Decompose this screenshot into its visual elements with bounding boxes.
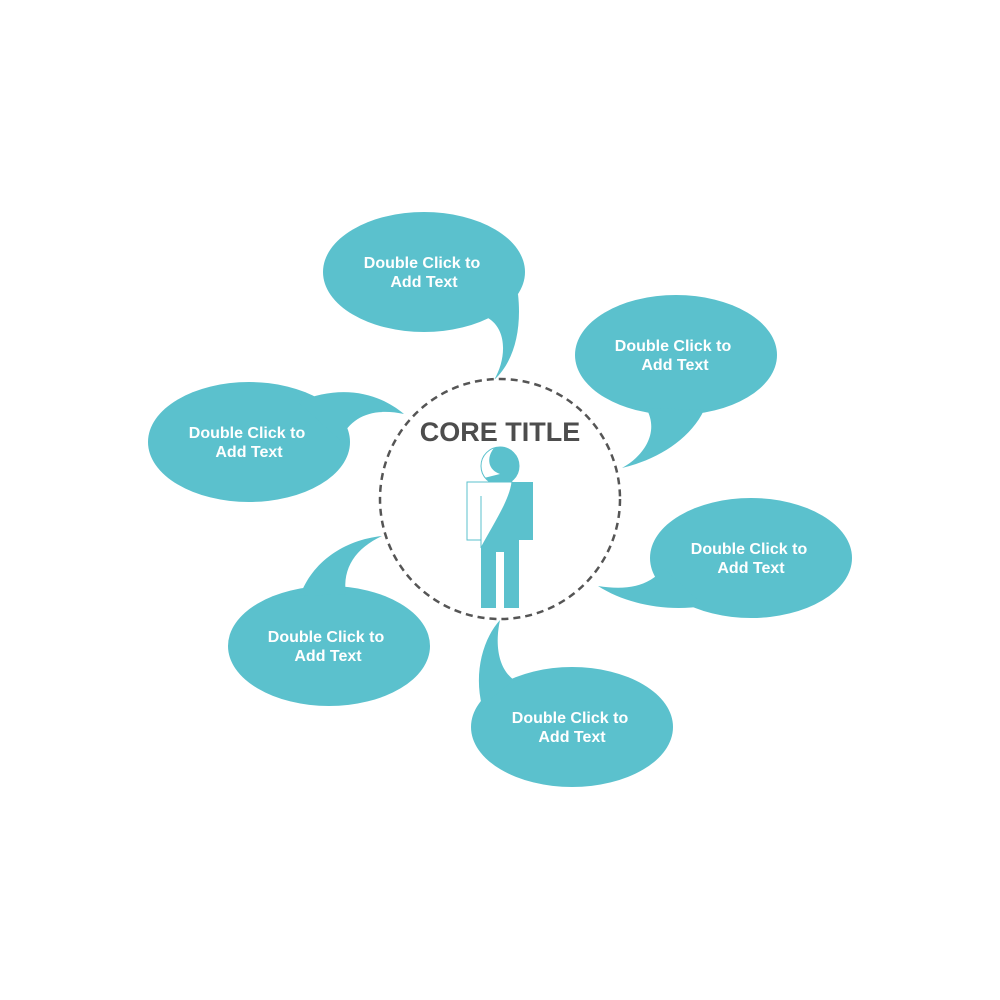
speech-bubble-lower-left[interactable]: Double Click to Add Text xyxy=(228,536,430,706)
bubble-upper-right-line1: Double Click to xyxy=(615,338,732,355)
bubble-upper-right-line2: Add Text xyxy=(641,357,709,374)
bubble-right-line1: Double Click to xyxy=(691,541,808,558)
bubble-right-line2: Add Text xyxy=(717,560,785,577)
speech-bubble-left[interactable]: Double Click to Add Text xyxy=(148,382,404,502)
bubble-bottom-line1: Double Click to xyxy=(512,710,629,727)
core-title: CORE TITLE xyxy=(420,417,581,447)
bubble-left-line2: Add Text xyxy=(215,444,283,461)
speech-bubble-upper-right[interactable]: Double Click to Add Text xyxy=(575,295,777,468)
bubble-top-line1: Double Click to xyxy=(364,255,481,272)
bubble-bottom-line2: Add Text xyxy=(538,729,606,746)
bubble-left-line1: Double Click to xyxy=(189,425,306,442)
bubble-lower-left-line2: Add Text xyxy=(294,648,362,665)
bubble-top-line2: Add Text xyxy=(390,274,458,291)
speech-bubble-right[interactable]: Double Click to Add Text xyxy=(598,498,852,618)
speech-bubble-bottom[interactable]: Double Click to Add Text xyxy=(471,620,673,787)
speech-bubble-top[interactable]: Double Click to Add Text xyxy=(323,212,525,380)
bubble-lower-left-line1: Double Click to xyxy=(268,629,385,646)
person-icon xyxy=(466,446,533,608)
